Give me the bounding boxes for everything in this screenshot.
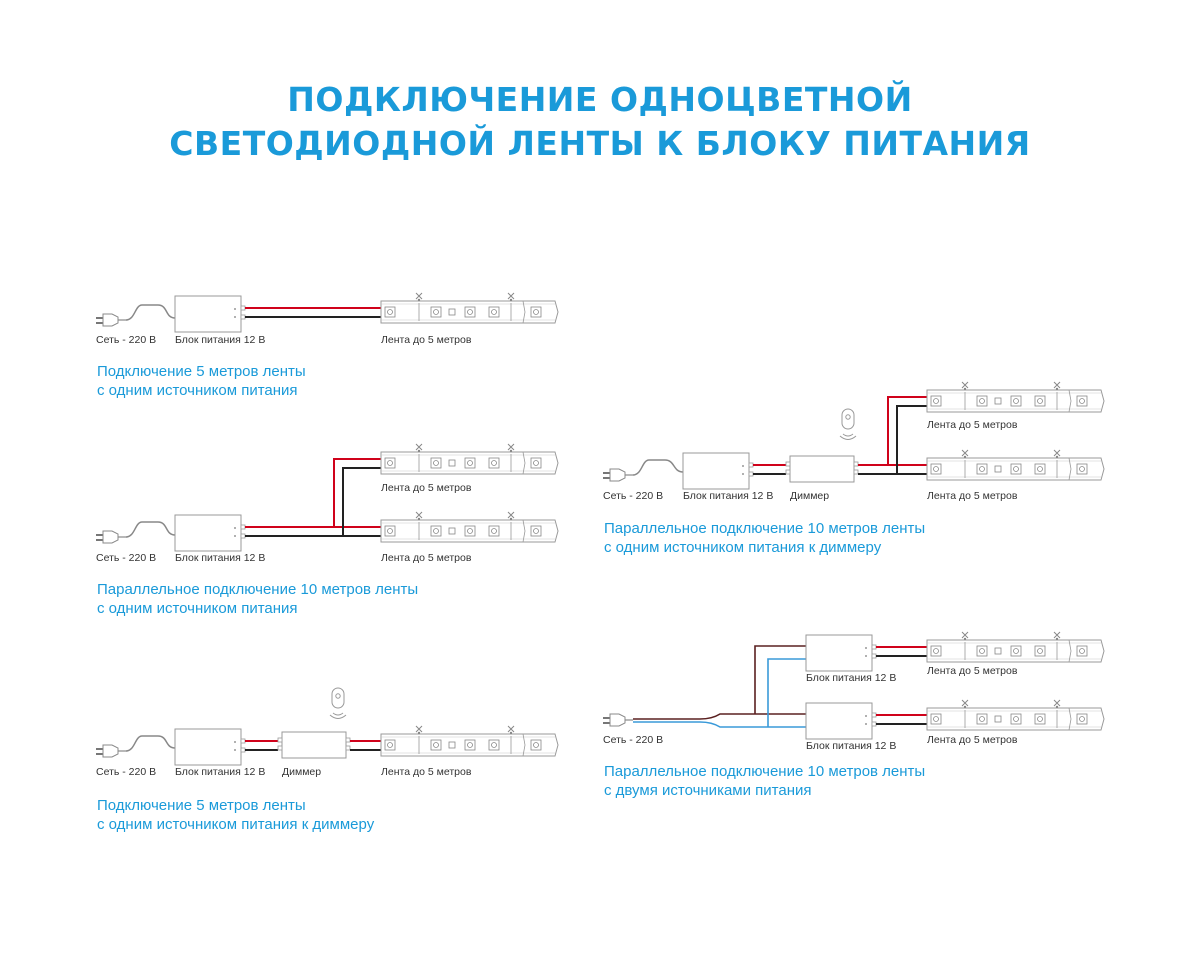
led-strip [380, 443, 559, 475]
label-strip: Лента до 5 метров [927, 665, 1018, 677]
plug-icon [95, 313, 127, 327]
label-strip: Лента до 5 метров [381, 334, 472, 346]
caption-line: с одним источником питания к диммеру [97, 816, 375, 833]
label-strip: Лента до 5 метров [927, 490, 1018, 502]
power-supply [805, 702, 877, 740]
power-supply [174, 514, 246, 552]
plug-icon [95, 744, 127, 758]
label-psu: Блок питания 12 В [806, 740, 896, 752]
label-strip: Лента до 5 метров [381, 482, 472, 494]
led-strip [380, 725, 559, 757]
remote-control-icon [329, 687, 347, 719]
diagram-1: Сеть - 220 В Блок питания 12 В Лента до … [95, 292, 559, 346]
caption-line: Параллельное подключение 10 метров ленты [97, 581, 419, 598]
label-mains: Сеть - 220 В [603, 734, 663, 746]
title-line-2: СВЕТОДИОДНОЙ ЛЕНТЫ К БЛОКУ ПИТАНИЯ [169, 124, 1031, 163]
label-strip: Лента до 5 метров [927, 734, 1018, 746]
label-mains: Сеть - 220 В [96, 334, 156, 346]
label-psu: Блок питания 12 В [175, 334, 265, 346]
led-strip [926, 699, 1105, 731]
label-strip: Лента до 5 метров [381, 552, 472, 564]
caption-diagram-1: Подключение 5 метров ленты с одним источ… [97, 362, 306, 400]
label-dimmer: Диммер [790, 490, 829, 502]
led-strip [926, 631, 1105, 663]
caption-diagram-5: Параллельное подключение 10 метров ленты… [604, 762, 925, 800]
caption-diagram-3: Подключение 5 метров ленты с одним источ… [97, 796, 374, 834]
label-mains: Сеть - 220 В [96, 766, 156, 778]
diagram-3: Сеть - 220 В Блок питания 12 В Диммер Ле… [95, 687, 559, 778]
diagram-4: Лента до 5 метров Сеть - 220 В Блок пита… [602, 381, 1105, 502]
title-line-1: ПОДКЛЮЧЕНИЕ ОДНОЦВЕТНОЙ [287, 80, 913, 119]
label-psu: Блок питания 12 В [683, 490, 773, 502]
remote-control-icon [839, 408, 857, 440]
led-strip [926, 449, 1105, 481]
plug-icon [602, 468, 634, 482]
caption-line: Параллельное подключение 10 метров ленты [604, 763, 926, 780]
plug-icon [95, 530, 127, 544]
label-mains: Сеть - 220 В [603, 490, 663, 502]
power-supply [174, 295, 246, 333]
led-strip [380, 292, 559, 324]
power-supply [805, 634, 877, 672]
label-psu: Блок питания 12 В [175, 552, 265, 564]
caption-line: с двумя источниками питания [604, 782, 812, 799]
dimmer [277, 731, 351, 759]
diagram-2: Лента до 5 метров Сеть - 220 В Блок пита… [95, 443, 559, 564]
led-strip [926, 381, 1105, 413]
caption-diagram-4: Параллельное подключение 10 метров ленты… [604, 519, 925, 557]
label-strip: Лента до 5 метров [927, 419, 1018, 431]
diagram-5: Блок питания 12 В Лента до 5 метров Сеть… [602, 631, 1105, 752]
power-supply [174, 728, 246, 766]
caption-diagram-2: Параллельное подключение 10 метров ленты… [97, 580, 418, 618]
caption-line: с одним источником питания [97, 600, 298, 617]
label-psu: Блок питания 12 В [806, 672, 896, 684]
caption-line: с одним источником питания [97, 382, 298, 399]
label-psu: Блок питания 12 В [175, 766, 265, 778]
dimmer [785, 455, 859, 483]
label-dimmer: Диммер [282, 766, 321, 778]
caption-line: Подключение 5 метров ленты [97, 797, 306, 814]
label-strip: Лента до 5 метров [381, 766, 472, 778]
caption-line: Подключение 5 метров ленты [97, 363, 306, 380]
led-strip [380, 511, 559, 543]
caption-line: Параллельное подключение 10 метров ленты [604, 520, 926, 537]
power-supply [682, 452, 754, 490]
plug-icon [602, 713, 634, 727]
label-mains: Сеть - 220 В [96, 552, 156, 564]
caption-line: с одним источником питания к диммеру [604, 539, 882, 556]
page-title: ПОДКЛЮЧЕНИЕ ОДНОЦВЕТНОЙ СВЕТОДИОДНОЙ ЛЕН… [0, 78, 1200, 166]
